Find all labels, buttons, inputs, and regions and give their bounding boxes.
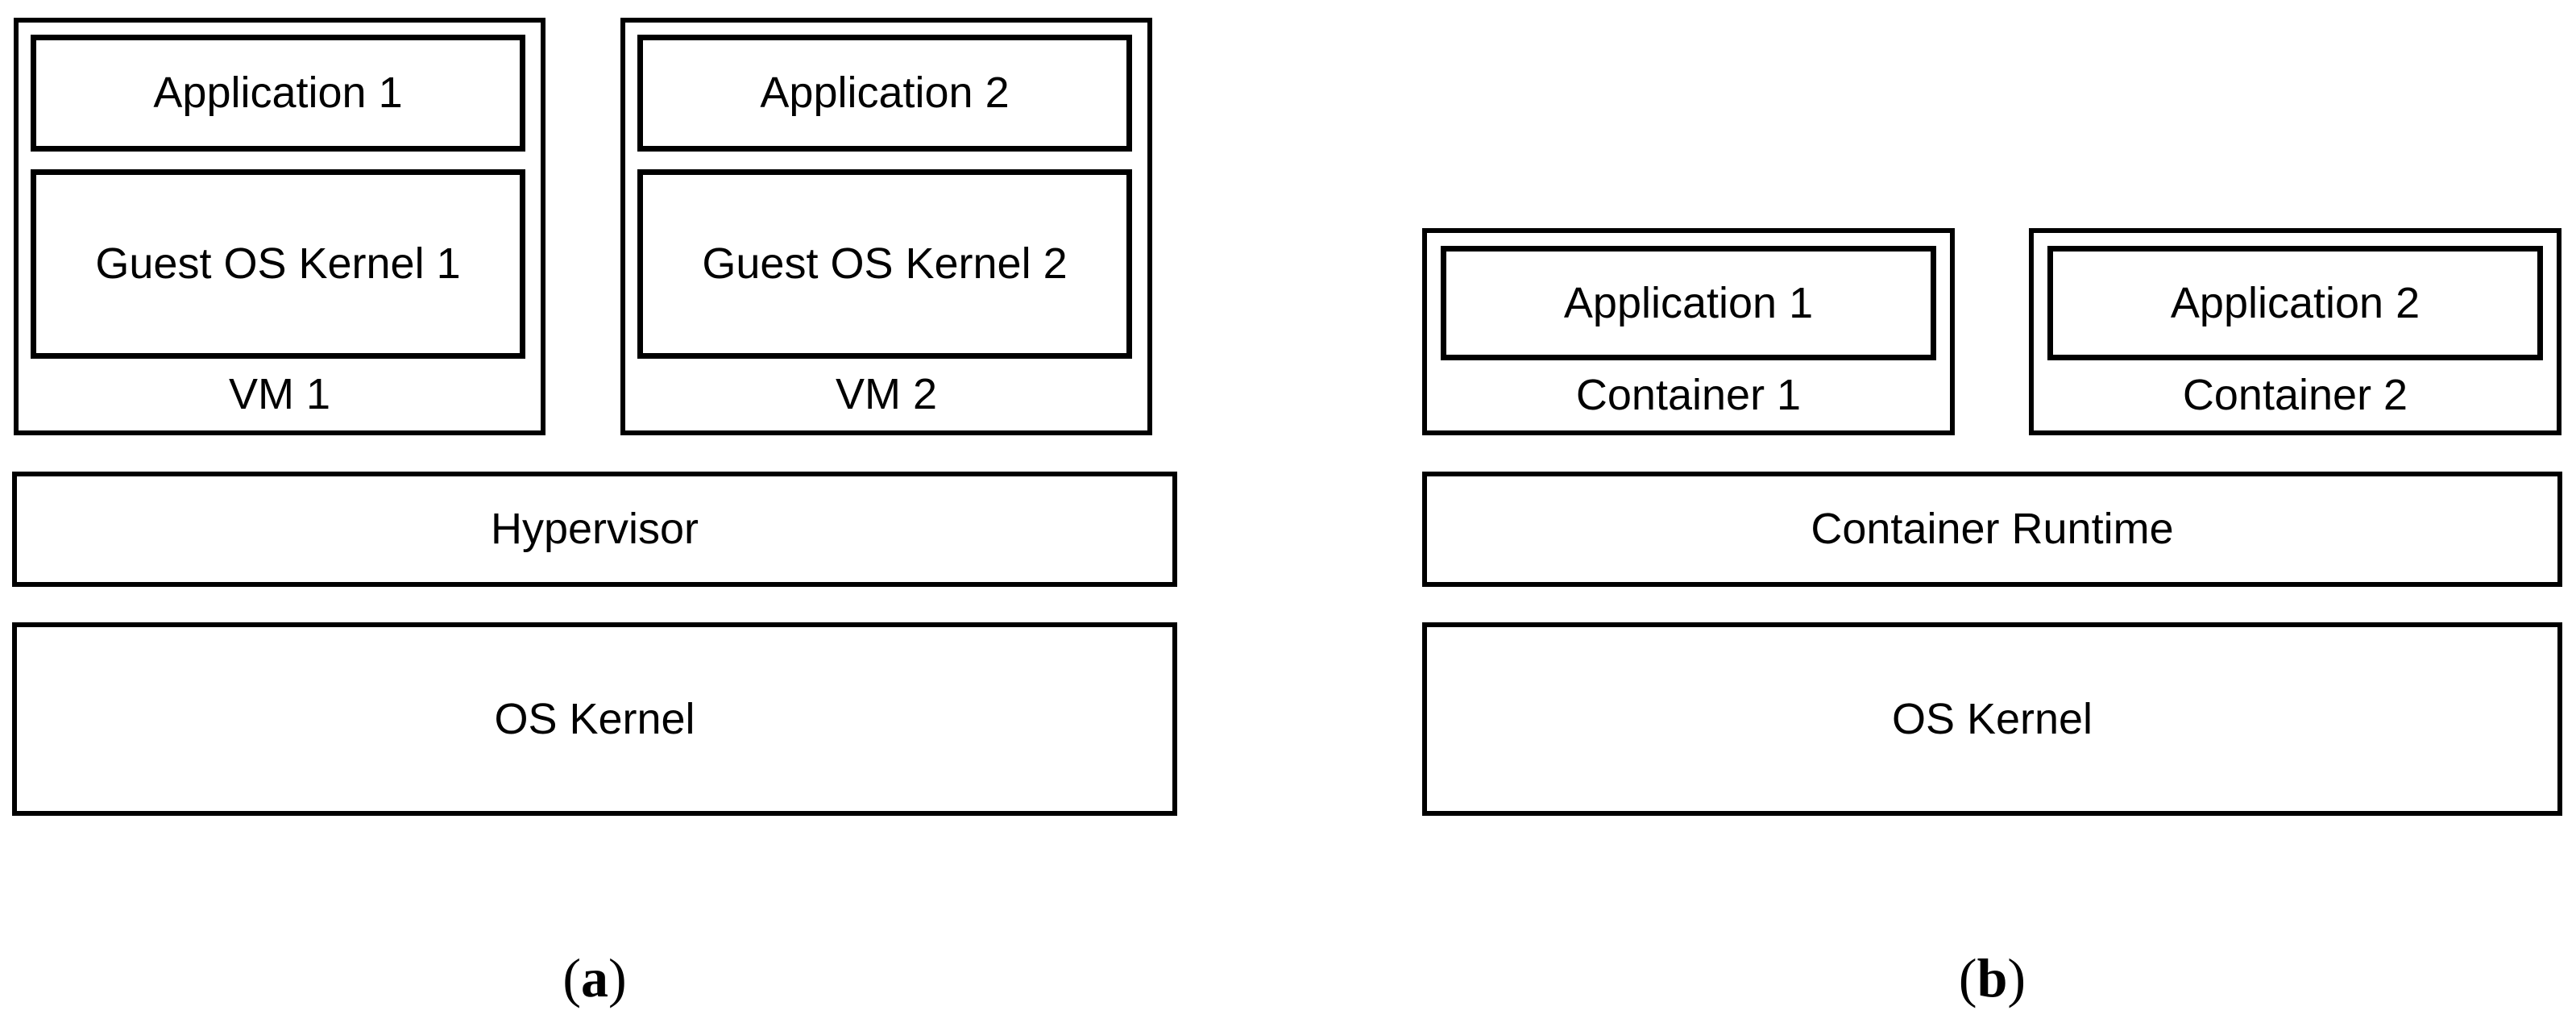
vm2-label-area: VM 2: [625, 359, 1147, 430]
vm2-application-box: Application 2: [637, 35, 1132, 152]
caption-b: (b): [1422, 948, 2562, 1021]
os-kernel-box-a: OS Kernel: [12, 622, 1177, 816]
vm1-label: VM 1: [228, 370, 331, 419]
caption-a: (a): [12, 948, 1177, 1021]
caption-b-close-paren: ): [2007, 947, 2026, 1008]
vm2-label: VM 2: [835, 370, 938, 419]
caption-a-letter: a: [581, 947, 608, 1008]
vm1-guest-os-kernel-label: Guest OS Kernel 1: [95, 239, 461, 289]
container2-label-area: Container 2: [2034, 360, 2557, 430]
caption-a-open-paren: (: [562, 947, 581, 1008]
container1-box: Application 1 Container 1: [1422, 228, 1955, 435]
container1-application-box: Application 1: [1441, 246, 1936, 360]
caption-b-open-paren: (: [1958, 947, 1977, 1008]
vm2-guest-os-kernel-box: Guest OS Kernel 2: [637, 169, 1132, 359]
os-kernel-box-b: OS Kernel: [1422, 622, 2562, 816]
caption-b-letter: b: [1977, 947, 2008, 1008]
container-runtime-label: Container Runtime: [1811, 505, 2174, 554]
container1-label-area: Container 1: [1427, 360, 1950, 430]
vm2-box: Application 2 Guest OS Kernel 2 VM 2: [620, 18, 1152, 435]
container1-application-label: Application 1: [1563, 278, 1814, 327]
container2-label: Container 2: [2182, 371, 2408, 420]
vm1-application-label: Application 1: [153, 69, 403, 118]
container-runtime-box: Container Runtime: [1422, 472, 2562, 587]
container2-application-box: Application 2: [2047, 246, 2543, 360]
caption-a-close-paren: ): [608, 947, 627, 1008]
vm1-box: Application 1 Guest OS Kernel 1 VM 1: [14, 18, 545, 435]
vm1-application-box: Application 1: [31, 35, 525, 152]
hypervisor-box: Hypervisor: [12, 472, 1177, 587]
vm1-label-area: VM 1: [19, 359, 541, 430]
container1-label: Container 1: [1575, 371, 1802, 420]
vm2-guest-os-kernel-label: Guest OS Kernel 2: [702, 239, 1068, 289]
container2-box: Application 2 Container 2: [2029, 228, 2561, 435]
hypervisor-label: Hypervisor: [490, 505, 699, 554]
os-kernel-label-a: OS Kernel: [494, 694, 695, 743]
vm1-guest-os-kernel-box: Guest OS Kernel 1: [31, 169, 525, 359]
os-kernel-label-b: OS Kernel: [1891, 694, 2093, 743]
container2-application-label: Application 2: [2170, 278, 2420, 327]
vm2-application-label: Application 2: [760, 69, 1010, 118]
